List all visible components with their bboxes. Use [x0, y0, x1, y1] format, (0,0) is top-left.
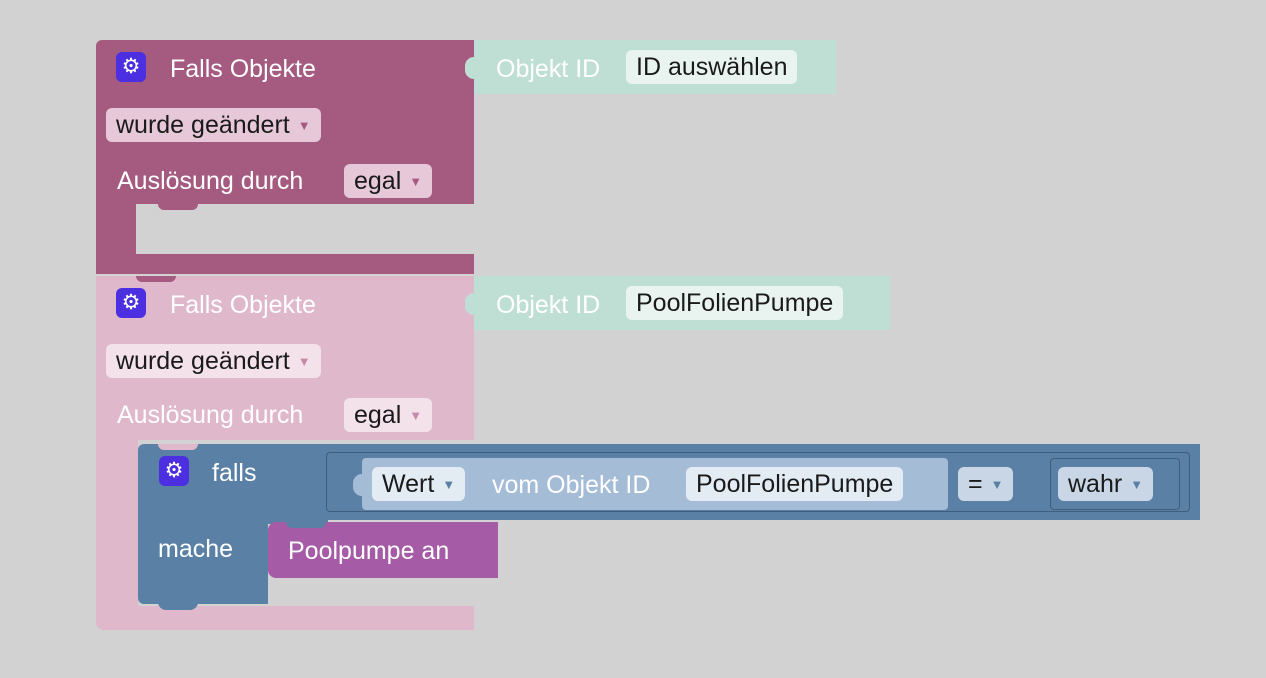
- operator-value: =: [968, 470, 983, 498]
- chevron-down-icon: ▼: [409, 174, 423, 189]
- mode-dropdown-1[interactable]: wurde geändert ▼: [106, 108, 321, 142]
- operator-dropdown[interactable]: =▼: [958, 467, 1014, 501]
- if-label: falls: [212, 459, 257, 487]
- objekt-id-value-2: PoolFolienPumpe: [636, 289, 834, 317]
- objekt-id-label-2: Objekt ID: [496, 291, 601, 319]
- puzzle-connector: [465, 293, 474, 315]
- chevron-down-icon: ▼: [990, 477, 1004, 492]
- trigger-value-2: egal: [354, 401, 402, 429]
- mode-value-1: wurde geändert: [116, 111, 290, 139]
- objekt-id-field-1[interactable]: ID auswählen: [626, 50, 798, 84]
- object-id-value: PoolFolienPumpe: [696, 470, 894, 498]
- chevron-down-icon: ▼: [297, 118, 311, 133]
- mode-dropdown-2[interactable]: wurde geändert ▼: [106, 344, 321, 378]
- trigger-dropdown-1[interactable]: egal ▼: [344, 164, 433, 198]
- boolean-value: wahr: [1068, 470, 1123, 498]
- vom-label: vom Objekt ID: [492, 471, 651, 499]
- puzzle-connector: [465, 57, 474, 79]
- objekt-id-label-1: Objekt ID: [496, 55, 601, 83]
- trigger-dropdown-2[interactable]: egal ▼: [344, 398, 433, 432]
- value-dropdown[interactable]: Wert ▼: [372, 467, 466, 501]
- value-dropdown-label: Wert: [382, 470, 435, 498]
- chevron-down-icon: ▼: [409, 408, 423, 423]
- trigger-value-1: egal: [354, 167, 402, 195]
- objekt-id-value-1: ID auswählen: [636, 53, 788, 81]
- gear-icon[interactable]: ⚙: [159, 456, 189, 486]
- gear-icon[interactable]: ⚙: [116, 288, 146, 318]
- trigger-label-1: Auslösung durch: [117, 167, 304, 195]
- puzzle-connector: [353, 474, 362, 496]
- puzzle-connector: [1041, 474, 1050, 496]
- mode-value-2: wurde geändert: [116, 347, 290, 375]
- gear-icon[interactable]: ⚙: [116, 52, 146, 82]
- object-id-field[interactable]: PoolFolienPumpe: [686, 467, 904, 501]
- block2-title: Falls Objekte: [170, 291, 316, 319]
- do-label: mache: [158, 535, 234, 563]
- objekt-id-field-2[interactable]: PoolFolienPumpe: [626, 286, 844, 320]
- block1-title: Falls Objekte: [170, 55, 316, 83]
- trigger-label-2: Auslösung durch: [117, 401, 304, 429]
- action-block[interactable]: [268, 522, 498, 578]
- boolean-dropdown[interactable]: wahr ▼: [1058, 467, 1154, 501]
- chevron-down-icon: ▼: [442, 477, 456, 492]
- chevron-down-icon: ▼: [297, 354, 311, 369]
- puzzle-connector: [317, 470, 326, 492]
- chevron-down-icon: ▼: [1130, 477, 1144, 492]
- action-label: Poolpumpe an: [288, 537, 450, 565]
